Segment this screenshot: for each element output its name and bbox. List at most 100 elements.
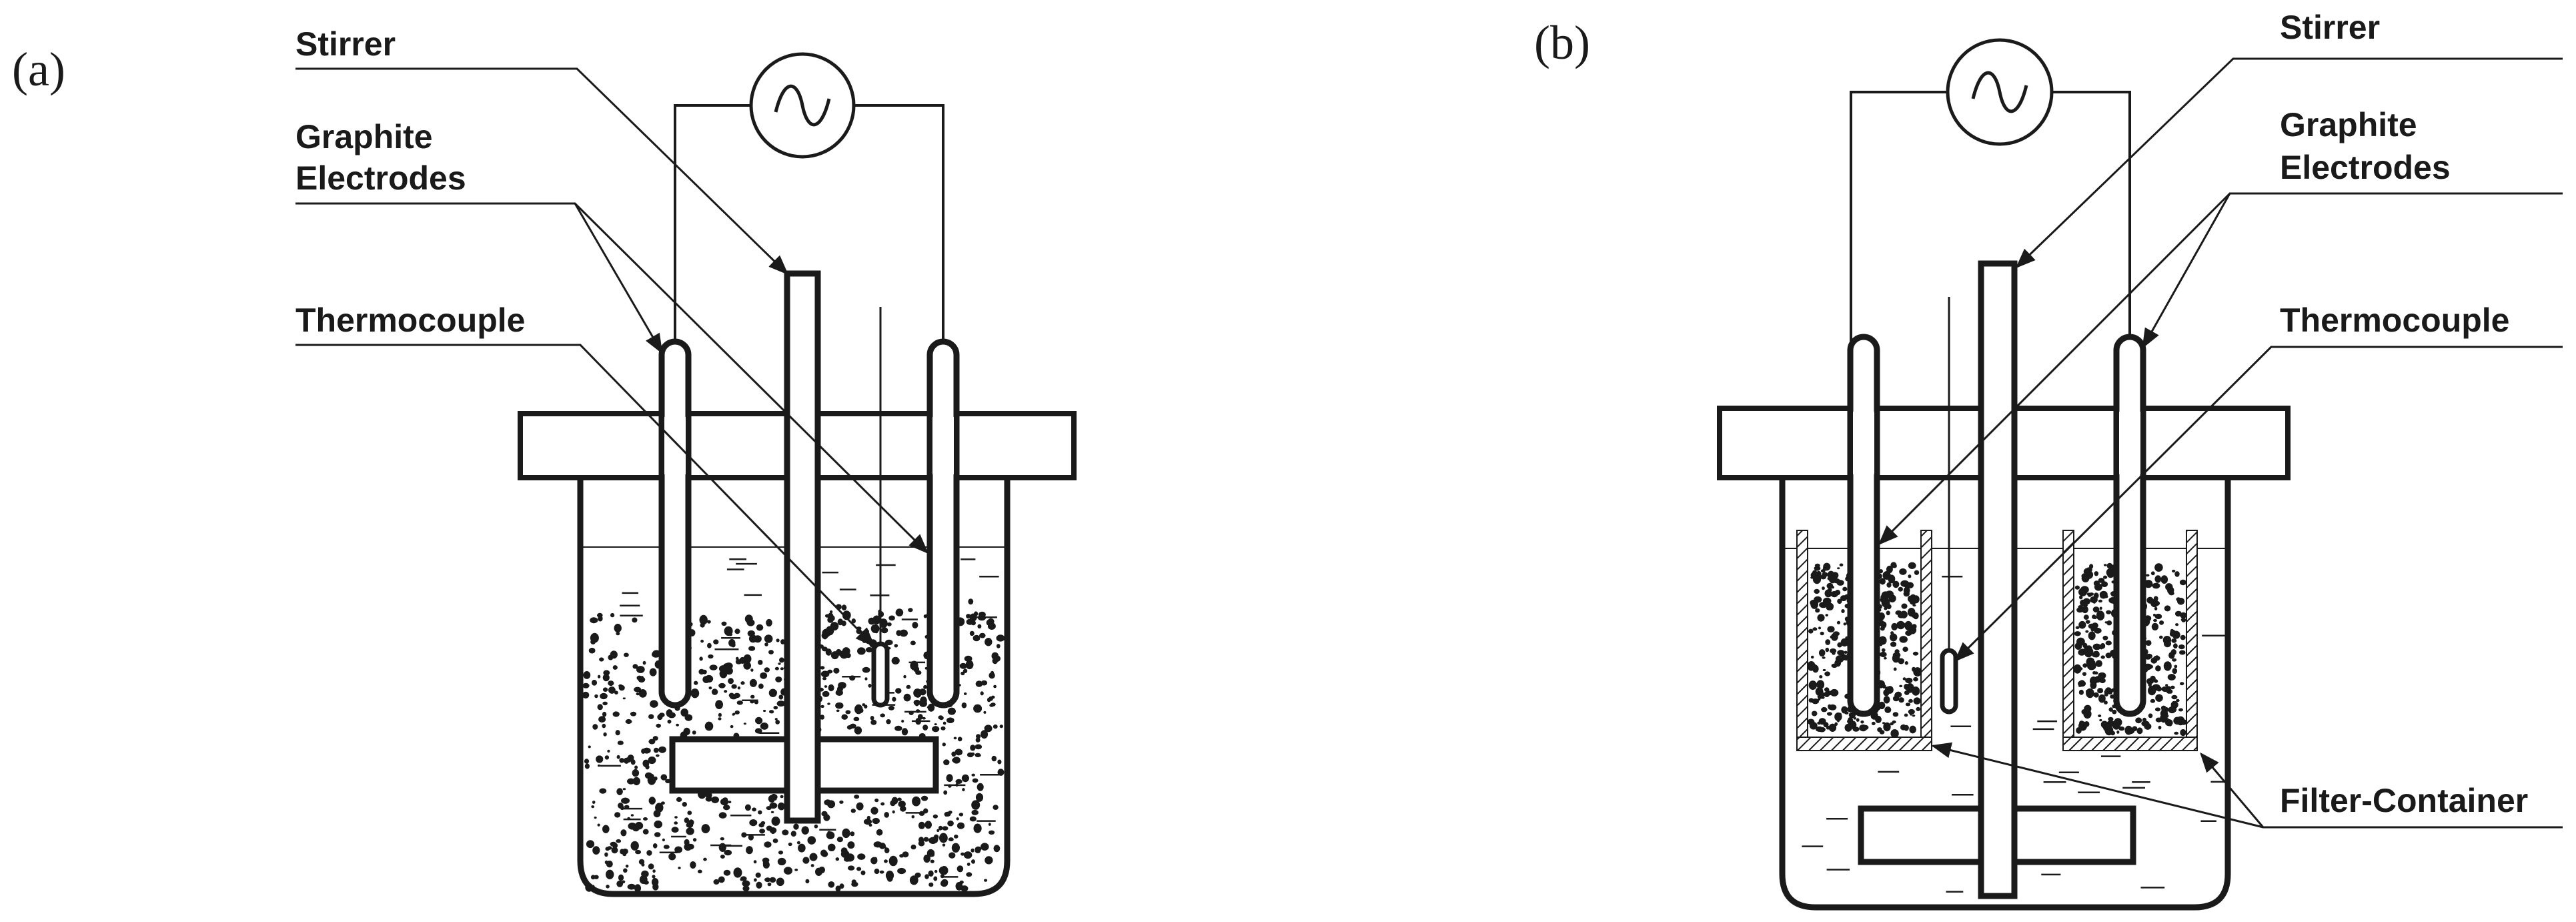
particle xyxy=(2108,707,2113,712)
particle xyxy=(607,749,610,753)
particle xyxy=(644,772,653,779)
particle xyxy=(1879,730,1885,735)
particle xyxy=(653,747,659,753)
particle xyxy=(760,672,768,679)
particle xyxy=(969,630,975,636)
particle xyxy=(888,615,895,621)
particle xyxy=(615,730,620,736)
particle xyxy=(606,869,614,880)
particle xyxy=(891,656,900,665)
particle xyxy=(1904,713,1908,717)
particle xyxy=(837,687,840,690)
particle xyxy=(583,671,591,679)
particle xyxy=(2092,614,2096,619)
particle xyxy=(896,630,902,636)
particle xyxy=(606,860,613,868)
particle xyxy=(1899,636,1908,643)
particle xyxy=(2093,692,2099,698)
particle xyxy=(2092,606,2100,613)
particle xyxy=(961,702,967,709)
particle xyxy=(1807,661,1816,671)
particle xyxy=(874,868,880,875)
particle xyxy=(772,838,778,843)
particle xyxy=(599,788,607,794)
particle xyxy=(600,693,608,700)
particle xyxy=(740,681,745,685)
particle xyxy=(582,691,590,699)
particle xyxy=(699,656,703,661)
particle xyxy=(2092,643,2101,650)
particle xyxy=(628,823,637,830)
particle xyxy=(942,826,948,831)
graphite-electrode-left xyxy=(658,338,692,709)
particle xyxy=(2180,634,2186,640)
particle xyxy=(1902,646,1908,652)
particle xyxy=(821,670,830,678)
particle xyxy=(1905,630,1912,636)
particle xyxy=(780,639,785,644)
particle xyxy=(1914,670,1920,676)
particle xyxy=(820,666,825,670)
particle xyxy=(616,632,620,636)
particle xyxy=(966,618,975,625)
particle xyxy=(2084,705,2092,713)
particle xyxy=(668,853,676,861)
particle xyxy=(954,749,963,756)
particle xyxy=(842,828,850,839)
particle xyxy=(973,634,981,642)
particle xyxy=(839,883,844,889)
particle xyxy=(1827,577,1832,580)
wire-left xyxy=(674,104,751,347)
particle xyxy=(608,686,616,694)
particle xyxy=(768,795,776,803)
particle xyxy=(756,624,764,631)
particle xyxy=(648,797,656,805)
particle xyxy=(2180,682,2184,686)
particle xyxy=(618,874,624,881)
particle xyxy=(1890,633,1898,642)
particle xyxy=(942,843,946,847)
leader-electrode-right xyxy=(574,202,929,554)
particle xyxy=(2165,714,2169,718)
particle xyxy=(2172,668,2178,674)
particle xyxy=(842,647,850,655)
particle xyxy=(597,704,603,711)
particle xyxy=(939,716,944,721)
particle xyxy=(590,617,598,624)
particle xyxy=(766,806,772,811)
particle xyxy=(1814,588,1820,594)
particle xyxy=(981,730,989,739)
graphite-electrode-right xyxy=(2113,334,2146,717)
particle xyxy=(591,805,595,809)
particle xyxy=(828,843,836,852)
particle xyxy=(590,639,596,644)
particle xyxy=(955,783,958,787)
particle xyxy=(784,867,792,875)
particle xyxy=(630,759,636,765)
particle xyxy=(901,719,904,723)
particle xyxy=(1883,689,1890,697)
particle xyxy=(926,849,935,857)
particle xyxy=(793,823,799,830)
particle xyxy=(971,848,975,853)
particle xyxy=(768,650,774,654)
particle xyxy=(746,619,755,626)
particle xyxy=(953,737,957,740)
particle xyxy=(874,630,878,634)
particle xyxy=(969,816,977,822)
particle xyxy=(947,707,956,715)
particle xyxy=(879,870,884,874)
particle xyxy=(2179,650,2186,655)
particle xyxy=(944,811,951,817)
particle xyxy=(620,829,627,837)
particle xyxy=(1835,655,1844,663)
particle xyxy=(724,849,732,856)
particle xyxy=(790,831,796,837)
particle xyxy=(2154,613,2162,620)
particle xyxy=(690,688,700,699)
particle xyxy=(973,823,982,833)
particle xyxy=(2174,664,2178,668)
particle xyxy=(616,839,622,843)
particle xyxy=(1822,586,1825,590)
label-electrodes: Electrodes xyxy=(2280,149,2451,186)
